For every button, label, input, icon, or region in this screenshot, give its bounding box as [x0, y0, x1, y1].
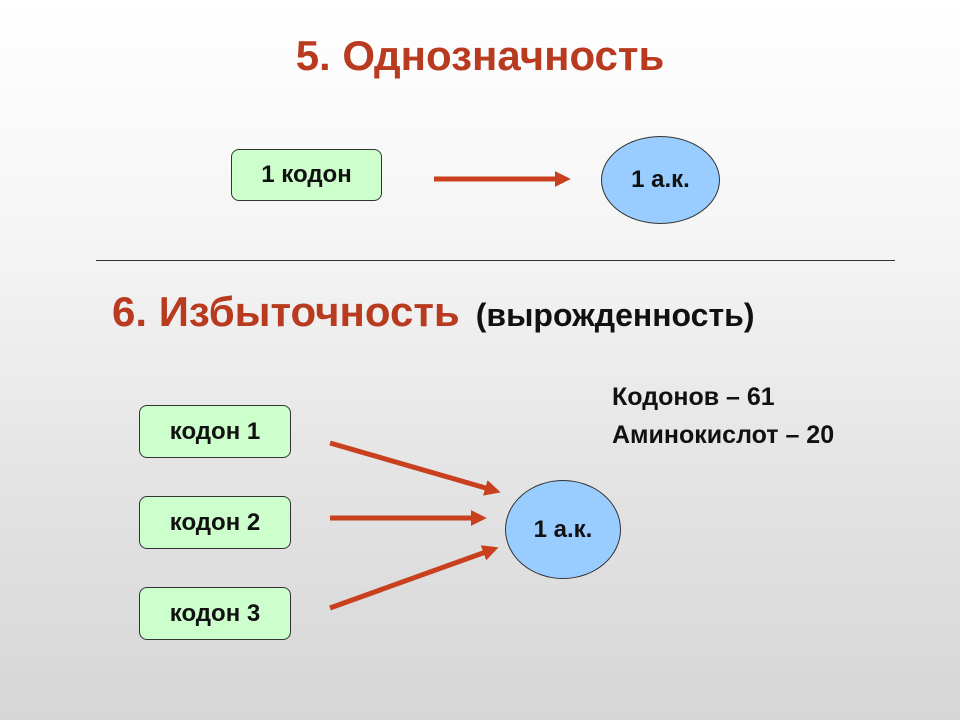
section-6-title: 6. Избыточность (вырожденность)	[112, 291, 754, 333]
degenerate-amino-acid-ellipse: 1 а.к.	[505, 480, 621, 579]
single-amino-acid-ellipse: 1 а.к.	[601, 136, 720, 224]
degenerate-amino-acid-label: 1 а.к.	[533, 515, 593, 543]
codon-label-2: кодон 2	[169, 508, 261, 536]
codon-count-text: Кодонов – 61	[612, 383, 775, 411]
section-divider	[96, 260, 895, 261]
single-codon-box: 1 кодон	[231, 149, 382, 201]
codon-box-3: кодон 3	[139, 587, 291, 640]
codon-label-3: кодон 3	[169, 599, 261, 627]
section-6-title-text: 6. Избыточность	[112, 288, 460, 335]
single-codon-label: 1 кодон	[261, 161, 352, 188]
codon-box-1: кодон 1	[139, 405, 291, 458]
section-5-title: 5. Однозначность	[295, 32, 665, 79]
single-amino-acid-label: 1 а.к.	[631, 166, 690, 193]
amino-acid-count-text: Аминокислот – 20	[612, 421, 835, 449]
arrow-codon-1	[329, 440, 501, 496]
codon-box-2: кодон 2	[139, 496, 291, 549]
section-6-subtitle: (вырожденность)	[475, 297, 755, 333]
codon-stats: Кодонов – 61 Аминокислот – 20	[612, 378, 834, 454]
arrow-codon-3	[329, 545, 499, 611]
codon-label-1: кодон 1	[169, 417, 261, 445]
